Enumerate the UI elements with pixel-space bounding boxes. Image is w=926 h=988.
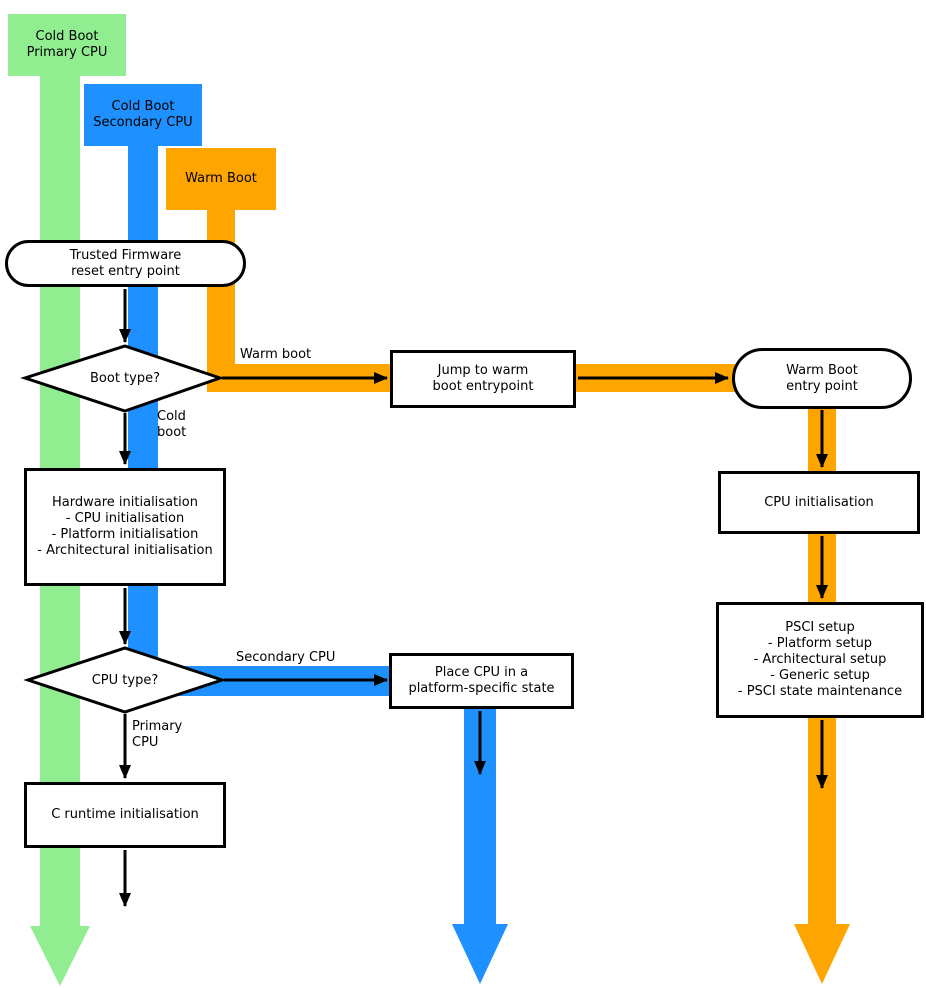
connector-arrows bbox=[119, 289, 828, 907]
secondary-cpu-flow-arrowhead bbox=[452, 924, 508, 984]
edge-label-primary-cpu: Primary CPU bbox=[132, 719, 183, 750]
edge-label-cold-boot: Cold boot bbox=[157, 409, 187, 440]
node-jump-warm-boot: Jump to warm boot entrypoint bbox=[390, 350, 576, 408]
legend-cold-boot-primary: Cold Boot Primary CPU bbox=[8, 14, 126, 76]
node-c-runtime-initialisation: C runtime initialisation bbox=[24, 782, 226, 848]
primary-cpu-flow-arrowhead bbox=[30, 926, 90, 986]
node-hardware-initialisation: Hardware initialisation - CPU initialisa… bbox=[24, 468, 226, 586]
node-reset-entry-point: Trusted Firmware reset entry point bbox=[5, 240, 246, 287]
legend-cold-boot-secondary: Cold Boot Secondary CPU bbox=[84, 84, 202, 146]
node-psci-setup: PSCI setup - Platform setup - Architectu… bbox=[716, 602, 924, 718]
edge-label-secondary-cpu: Secondary CPU bbox=[236, 650, 336, 665]
node-place-cpu-platform-state: Place CPU in a platform-specific state bbox=[389, 653, 574, 709]
node-warm-boot-entry-point: Warm Boot entry point bbox=[732, 348, 912, 409]
warm-boot-flow-arrowhead bbox=[794, 924, 850, 984]
boot-type-label: Boot type? bbox=[90, 371, 160, 386]
boot-type-diamond bbox=[20, 344, 225, 413]
cpu-type-label: CPU type? bbox=[91, 673, 159, 688]
node-cpu-initialisation: CPU initialisation bbox=[718, 471, 920, 534]
legend-warm-boot: Warm Boot bbox=[166, 148, 276, 210]
cpu-type-diamond bbox=[23, 646, 227, 714]
edge-label-warm-boot: Warm boot bbox=[240, 347, 312, 362]
